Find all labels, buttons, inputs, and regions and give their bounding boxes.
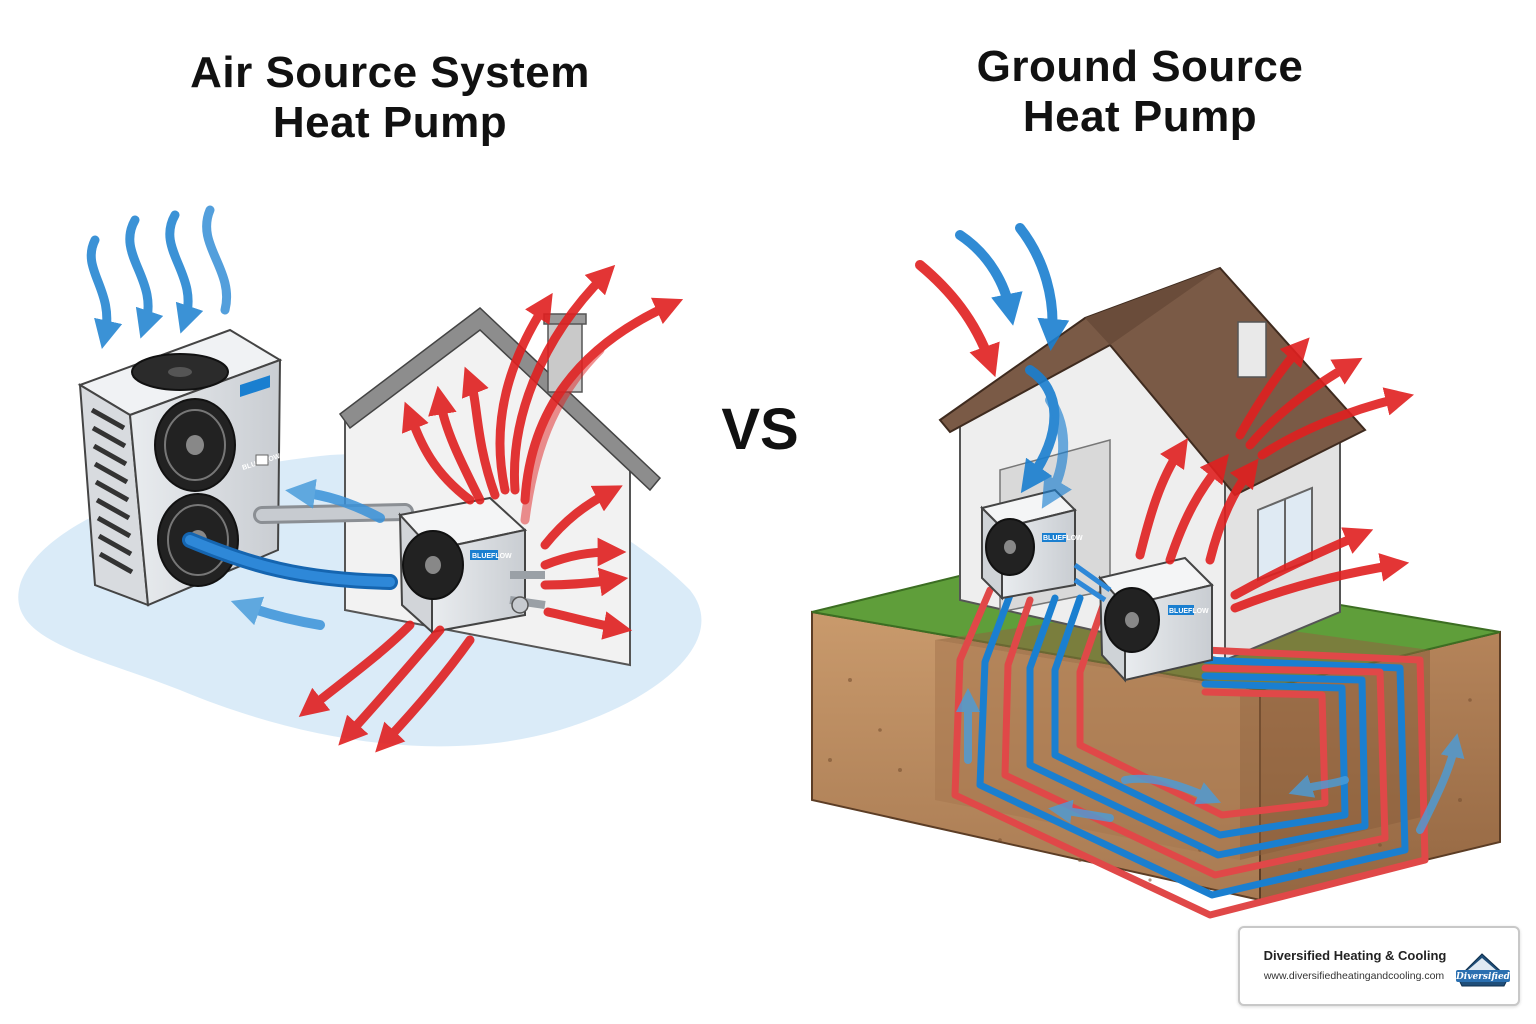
cool-flow-arrows (230, 478, 385, 630)
air-source-scene: BLUEFLOW BLUEFLOW (18, 205, 702, 753)
vs-label: VS (721, 397, 799, 462)
front-fan-upper-icon (154, 398, 236, 492)
company-card: Diversified Heating & Cooling www.divers… (1238, 926, 1520, 1006)
company-logo-icon: Diversified (1455, 953, 1511, 987)
exhaust-air-arrows (298, 620, 475, 753)
ground-unit-lower-brand: BLUEFLOW (1169, 608, 1209, 615)
air-source-split-unit: BLUEFLOW (398, 496, 546, 635)
air-source-title-line2: Heat Pump (272, 98, 508, 147)
ground-source-title-line1: Ground Source (976, 42, 1304, 91)
warm-air-arrows (401, 264, 684, 640)
cold-air-intake-arrows (86, 205, 232, 350)
ground-unit-upper-brand: BLUEFLOW (1043, 535, 1083, 542)
ground-incoming-air-arrows (915, 223, 1072, 509)
ground-source-title: Ground Source Heat Pump (900, 42, 1380, 142)
air-source-title-line1: Air Source System (190, 48, 590, 97)
air-source-pipes (182, 503, 414, 590)
ground-warm-air-arrows (1135, 337, 1415, 613)
ground-source-scene: BLUEFLOW BLUEFLOW (811, 223, 1501, 919)
ground-loop-pipes (951, 586, 1429, 919)
ground-source-unit-upper: BLUEFLOW (980, 488, 1083, 601)
ground-source-unit-lower: BLUEFLOW (1073, 556, 1214, 683)
ground-source-title-line2: Heat Pump (1022, 92, 1258, 141)
company-logo-text: Diversified (1455, 972, 1511, 982)
split-unit-brand: BLUEFLOW (472, 553, 512, 560)
company-website: www.diversifiedheatingandcooling.com (1263, 970, 1445, 982)
air-source-title: Air Source System Heat Pump (150, 48, 630, 148)
company-name: Diversified Heating & Cooling (1263, 948, 1447, 963)
air-source-outdoor-unit: BLUEFLOW (77, 328, 283, 607)
underground-flow-arrows (956, 688, 1465, 834)
